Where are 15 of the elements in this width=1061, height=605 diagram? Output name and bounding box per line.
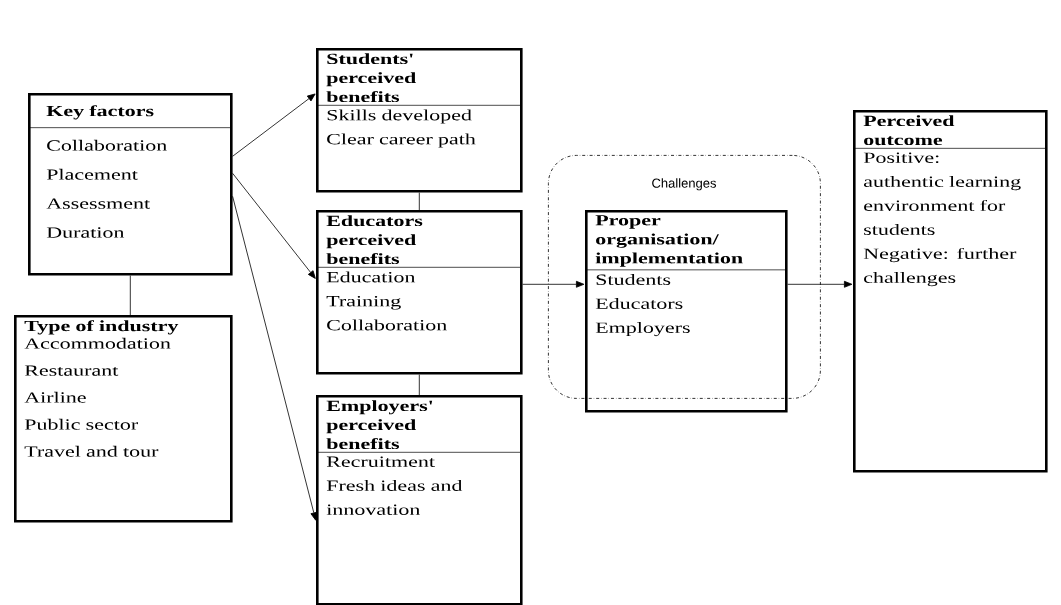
connector-line (418, 374, 420, 396)
text-box: Proper organisation/ implementation Students Educators Employers (585, 210, 788, 413)
text-box: Educators perceived benefits Education Training Collaboration (316, 210, 523, 375)
arrow (232, 93, 316, 157)
text-box: Students' perceived benefits Skills developed Clear career path (316, 48, 523, 193)
arrow (232, 195, 318, 521)
connector-line (418, 192, 420, 211)
text-box: Key factors Collaboration Placement Assessment Duration (28, 93, 233, 276)
text-box: Type of industry Accommodation Restaurant Airline Public sector Travel and tour (14, 315, 233, 523)
arrow (522, 280, 585, 288)
connector-line (129, 275, 131, 316)
text-box: Employers' perceived benefits Recruitment Fresh ideas and innovation (316, 395, 523, 605)
arrow (232, 172, 316, 279)
text-box: Perceived outcome Positive: authentic learning environment for students Negative: further challenges (853, 110, 1048, 473)
arrow (787, 280, 853, 288)
